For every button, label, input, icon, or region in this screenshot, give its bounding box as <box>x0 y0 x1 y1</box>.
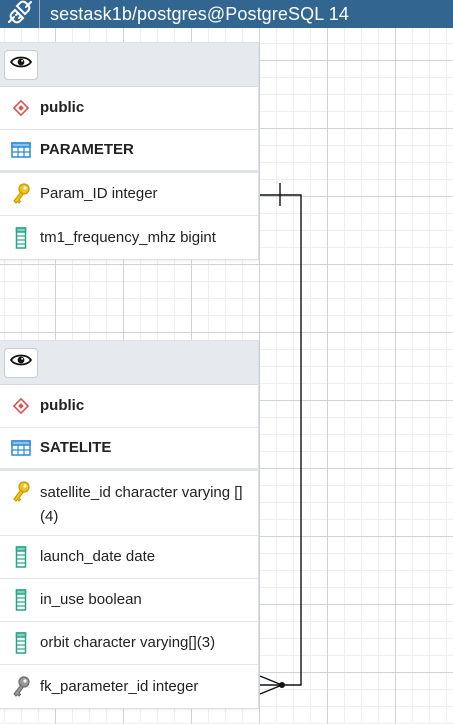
column-row-fk-parameter-id[interactable]: fk_parameter_id integer <box>0 665 258 708</box>
column-text: fk_parameter_id integer <box>40 677 199 695</box>
column-text: in_use boolean <box>40 591 142 608</box>
table-name: SATELITE <box>40 439 112 456</box>
schema-diamond-icon <box>10 395 32 417</box>
table-icon <box>10 139 32 161</box>
table-node-header <box>0 43 258 87</box>
column-icon <box>10 589 32 611</box>
column-row-tm1-frequency[interactable]: tm1_frequency_mhz bigint <box>0 216 258 259</box>
foreign-key-icon <box>10 675 32 698</box>
table-name-row: PARAMETER <box>0 130 258 173</box>
relationship-path <box>260 194 302 686</box>
column-text: Param_ID integer <box>40 185 158 202</box>
column-text: tm1_frequency_mhz bigint <box>40 228 216 246</box>
table-node-parameter[interactable]: public PARAMETER Param_ID integer <box>0 42 259 260</box>
schema-row: public <box>0 385 258 428</box>
toggle-details-button[interactable] <box>4 347 38 378</box>
column-icon <box>10 546 32 568</box>
schema-name: public <box>40 99 85 116</box>
eye-icon <box>9 55 33 74</box>
column-text: launch_date date <box>40 548 156 565</box>
column-row-launch-date[interactable]: launch_date date <box>0 536 258 579</box>
column-row-param-id[interactable]: Param_ID integer <box>0 173 258 216</box>
column-text: orbit character varying[](3) <box>40 634 216 651</box>
key-icon <box>10 481 32 503</box>
toggle-details-button[interactable] <box>4 49 38 80</box>
table-node-satelite[interactable]: public SATELITE satellite_id character v… <box>0 340 259 709</box>
schema-name: public <box>40 397 85 414</box>
link-anchor-dot <box>279 682 285 688</box>
eye-icon <box>9 353 33 372</box>
table-name: PARAMETER <box>40 141 134 158</box>
column-icon <box>10 226 32 249</box>
key-icon <box>10 183 32 205</box>
schema-row: public <box>0 87 258 130</box>
connection-title: sestask1b/postgres@PostgreSQL 14 <box>50 3 349 24</box>
column-row-orbit[interactable]: orbit character varying[](3) <box>0 622 258 665</box>
erd-tab-bar: sestask1b/postgres@PostgreSQL 14 <box>0 0 453 28</box>
column-text: satellite_id character varying []​(4) <box>40 484 243 525</box>
many-crowfoot-upper <box>259 675 283 686</box>
many-crowfoot-lower <box>259 684 283 695</box>
schema-diamond-icon <box>10 97 32 119</box>
table-icon <box>10 437 32 459</box>
connection-button[interactable] <box>0 0 40 28</box>
column-icon <box>10 632 32 654</box>
table-node-header <box>0 341 258 385</box>
table-name-row: SATELITE <box>0 428 258 471</box>
column-row-satellite-id[interactable]: satellite_id character varying []​(4) <box>0 471 258 536</box>
plug-icon <box>7 0 33 29</box>
column-row-in-use[interactable]: in_use boolean <box>0 579 258 622</box>
